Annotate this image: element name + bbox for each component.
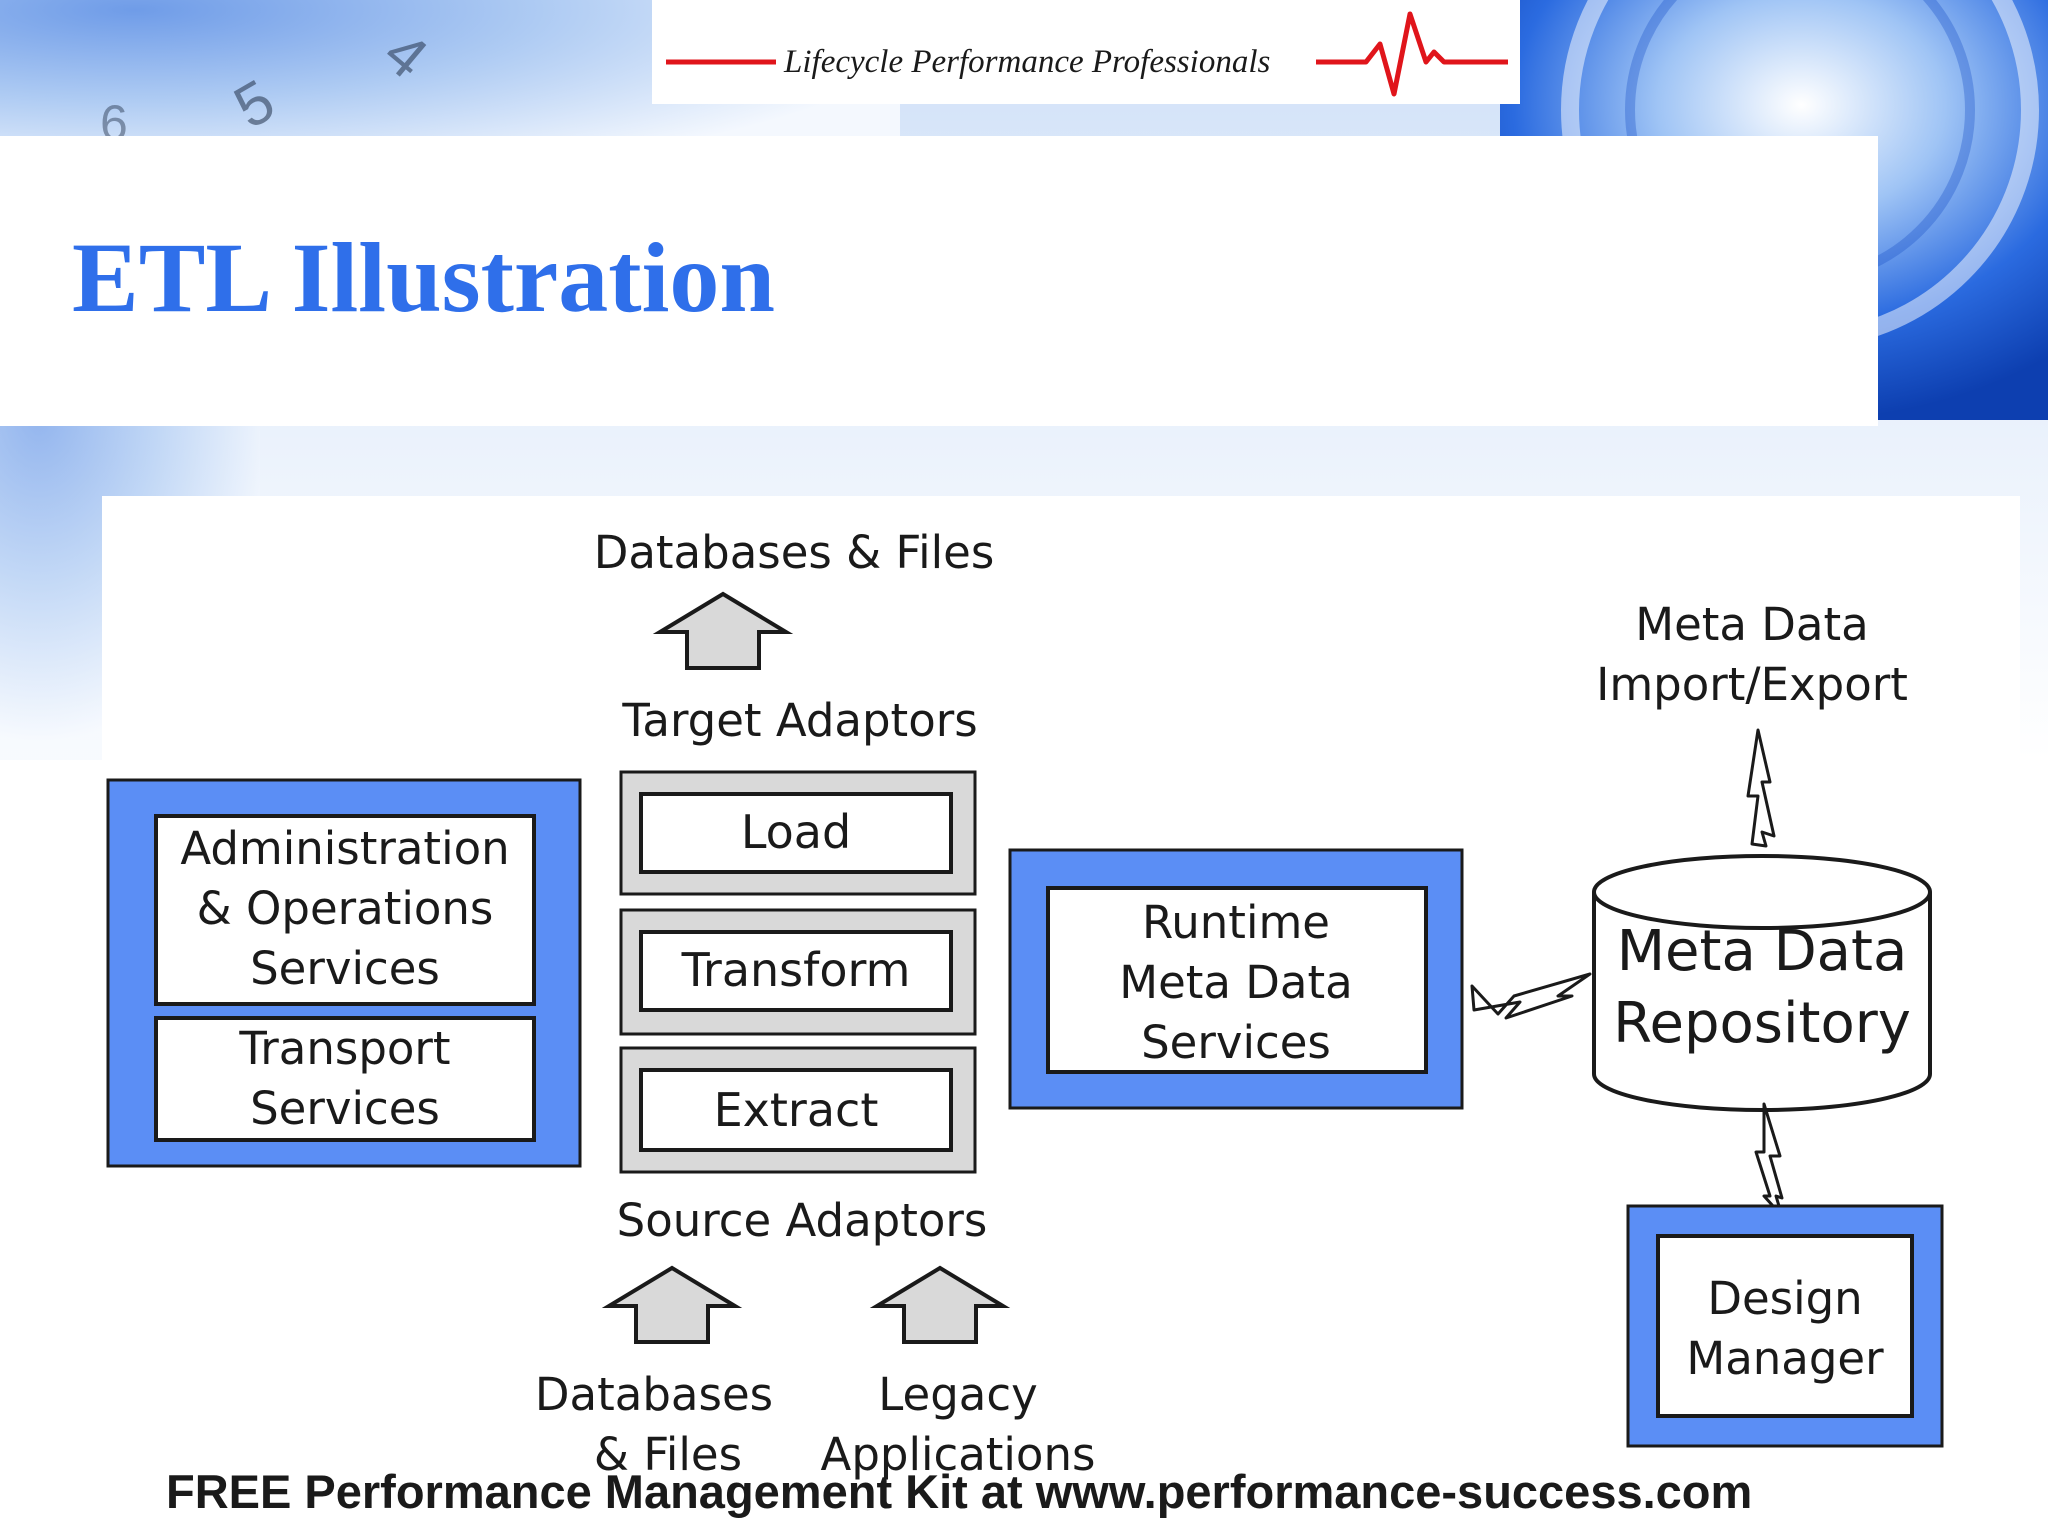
import-export-line2: Import/Export — [1596, 658, 1908, 711]
import-export-lightning-icon — [1746, 728, 1776, 848]
transform-label: Transform — [681, 943, 911, 997]
etl-transform-layer: Transform — [619, 908, 977, 1036]
runtime-services-panel: Runtime Meta Data Services — [1008, 848, 1464, 1110]
import-export-line1: Meta Data — [1635, 598, 1868, 651]
target-adaptors-label: Target Adaptors — [621, 694, 977, 747]
legacy-applications-line2: Applications — [821, 1428, 1096, 1481]
runtime-services-line3: Services — [1141, 1016, 1331, 1069]
logo-text: Lifecycle Performance Professionals — [783, 44, 1270, 80]
admin-services-line1: Administration — [180, 822, 509, 875]
source-databases-line1: Databases — [535, 1368, 773, 1421]
transport-services-line2: Services — [250, 1082, 440, 1135]
load-label: Load — [741, 805, 851, 859]
company-logo: Lifecycle Performance Professionals — [652, 0, 1520, 104]
runtime-link-lightning-icon — [1470, 972, 1592, 1020]
design-manager-line1: Design — [1707, 1272, 1862, 1325]
repository-line2: Repository — [1613, 991, 1911, 1056]
metadata-repository-cylinder: Meta Data Repository — [1592, 854, 1932, 1112]
design-manager-line2: Manager — [1686, 1332, 1884, 1385]
etl-extract-layer: Extract — [619, 1046, 977, 1174]
database-input-arrow-icon — [601, 1265, 743, 1344]
page-title: ETL Illustration — [72, 222, 775, 333]
transport-services-line1: Transport — [238, 1022, 450, 1075]
heartbeat-icon — [1316, 11, 1508, 97]
legacy-applications-line1: Legacy — [878, 1368, 1037, 1421]
source-databases-line2: & Files — [594, 1428, 742, 1481]
output-up-arrow-icon — [652, 591, 794, 670]
etl-load-layer: Load — [619, 770, 977, 896]
top-databases-label: Databases & Files — [594, 526, 995, 579]
admin-services-line3: Services — [250, 942, 440, 995]
admin-transport-panel: Administration & Operations Services Tra… — [106, 778, 582, 1168]
title-band — [0, 136, 1878, 426]
legacy-input-arrow-icon — [869, 1265, 1011, 1344]
design-manager-panel: Design Manager — [1626, 1204, 1944, 1448]
repository-line1: Meta Data — [1617, 919, 1908, 984]
footer-text: FREE Performance Management Kit at www.p… — [166, 1465, 1753, 1518]
runtime-services-line2: Meta Data — [1119, 956, 1352, 1009]
admin-services-line2: & Operations — [197, 882, 494, 935]
etl-diagram: Databases & Files Target Adaptors Load T… — [102, 496, 2020, 1486]
source-adaptors-label: Source Adaptors — [617, 1194, 988, 1247]
extract-label: Extract — [714, 1083, 879, 1137]
runtime-services-line1: Runtime — [1142, 896, 1330, 949]
